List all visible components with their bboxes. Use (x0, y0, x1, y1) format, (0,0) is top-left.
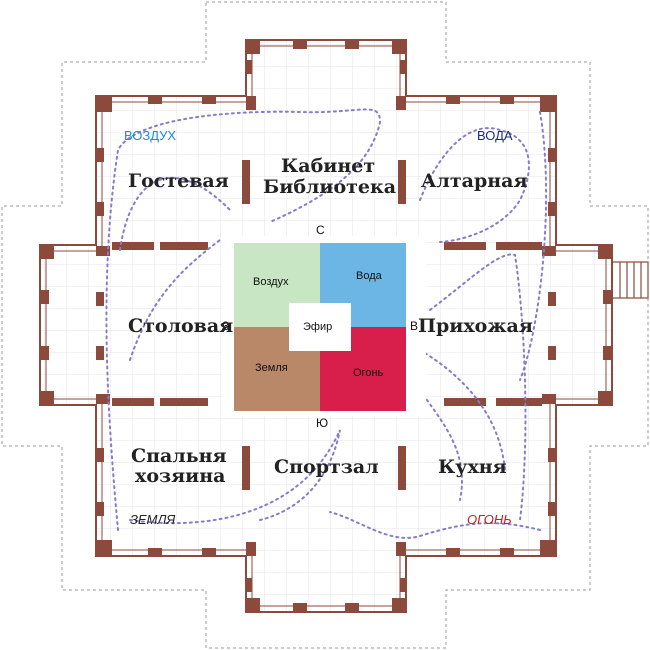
ether-center (289, 303, 351, 351)
corner-earth: ЗЕМЛЯ (130, 512, 175, 527)
compass-east: В (410, 319, 418, 333)
room-cabinet-line1: Кабинет (281, 155, 375, 177)
water-label: Вода (356, 270, 383, 282)
energy-flow-paths (105, 108, 548, 539)
compass-west: З (222, 319, 229, 333)
corner-fire: ОГОНЬ (467, 512, 512, 527)
elements-compass: Воздух Вода Земля Огонь Эфир С Ю З В (222, 223, 426, 430)
wall-blocks (40, 40, 612, 612)
fire-label: Огонь (353, 367, 384, 379)
entrance-steps (611, 261, 649, 299)
corner-water: ВОДА (477, 128, 513, 143)
room-gym: Спортзал (274, 456, 379, 478)
corner-air: ВОЗДУХ (124, 128, 176, 143)
room-guest: Гостевая (128, 170, 229, 192)
earth-label: Земля (255, 362, 288, 374)
room-altar: Алтарная (421, 170, 528, 192)
room-dining: Столовая (128, 315, 233, 337)
room-hallway: Прихожая (418, 315, 533, 337)
ether-label: Эфир (303, 321, 332, 333)
room-bedroom-line2: хозяина (135, 465, 225, 487)
room-bedroom-line1: Спальня (131, 445, 227, 467)
compass-north: С (316, 223, 325, 237)
air-label: Воздух (253, 276, 289, 288)
room-cabinet-line2: Библиотека (263, 176, 396, 198)
room-kitchen: Кухня (438, 456, 507, 478)
compass-south: Ю (316, 416, 328, 430)
